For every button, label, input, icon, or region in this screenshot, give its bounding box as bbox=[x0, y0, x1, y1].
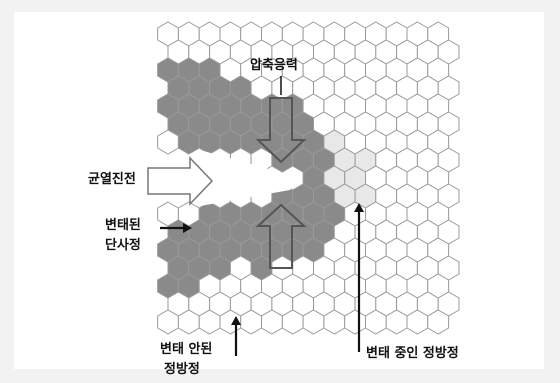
hex-grain bbox=[427, 309, 450, 335]
compressive-stress-arrow-down bbox=[255, 97, 307, 164]
untransformed-tetragonal-arrow bbox=[231, 316, 241, 356]
hexagon-grid bbox=[157, 21, 460, 335]
transforming-tetragonal-text: 변태 중인 정방정 bbox=[366, 346, 459, 361]
transformed-monoclinic-line2: 단사정 bbox=[105, 238, 141, 253]
untransformed-tetragonal-label: 변태 안된 정방정 bbox=[160, 342, 212, 378]
crack-opening bbox=[200, 150, 296, 206]
transforming-tetragonal-label: 변태 중인 정방정 bbox=[366, 346, 459, 362]
compressive-stress-text: 압축응력 bbox=[250, 58, 298, 73]
compressive-stress-arrow-up bbox=[255, 203, 307, 269]
transforming-tetragonal-arrow bbox=[354, 203, 364, 352]
untransformed-tetragonal-line2: 정방정 bbox=[164, 362, 200, 377]
compressive-stress-label: 압축응력 bbox=[250, 58, 298, 74]
transformed-monoclinic-arrow bbox=[160, 223, 192, 233]
untransformed-tetragonal-line1: 변태 안된 bbox=[160, 342, 213, 357]
transformed-monoclinic-line1: 변태된 bbox=[105, 218, 141, 233]
transformed-monoclinic-label: 변태된 단사정 bbox=[105, 218, 141, 254]
crack-propagation-arrow bbox=[147, 156, 214, 206]
crack-propagation-label: 균열진전 bbox=[88, 172, 136, 188]
crack-propagation-text: 균열진전 bbox=[88, 172, 136, 187]
